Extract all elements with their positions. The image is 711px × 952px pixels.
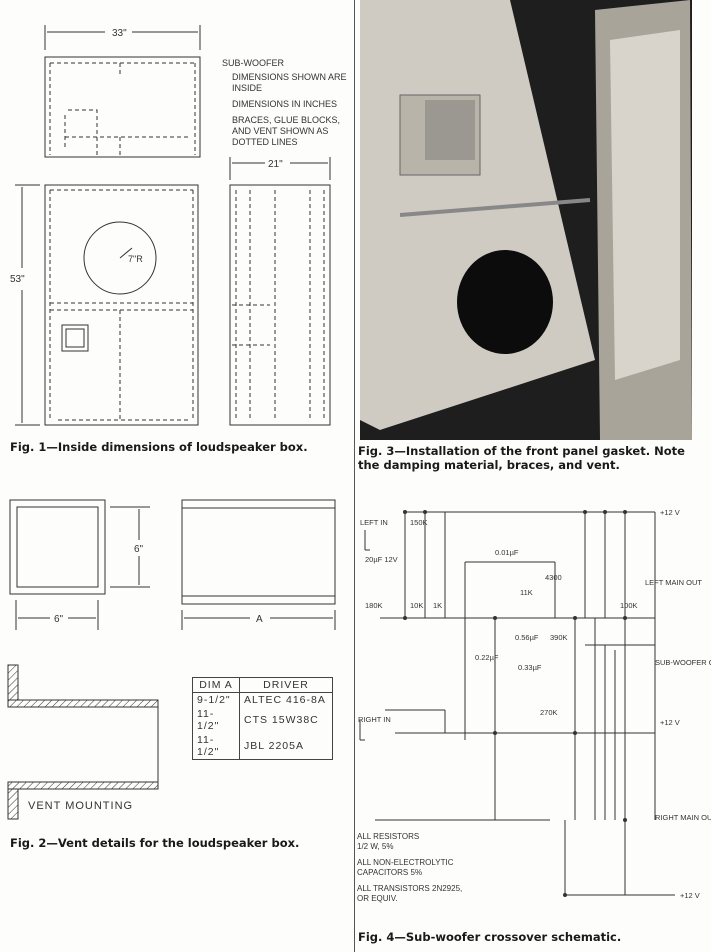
label-right-out: RIGHT MAIN OUT <box>655 813 711 822</box>
fig1-height-dim: 53" <box>10 274 25 285</box>
fig3-photo <box>360 0 692 440</box>
fig2-width-dim: 6" <box>54 614 64 625</box>
label-r180k: 180K <box>365 601 383 610</box>
fig1-box-drawing: 33" 21" 53" 7"R <box>10 25 331 426</box>
table-row: 11-1/2"JBL 2205A <box>192 733 333 760</box>
fig2-mounting-label: VENT MOUNTING <box>28 800 134 812</box>
fig1-width-dim: 33" <box>112 28 127 39</box>
fig4-notes: ALL RESISTORS 1/2 W, 5% ALL NON-ELECTROL… <box>357 832 497 904</box>
cell-dim: 11-1/2" <box>192 733 240 760</box>
fig3-caption: Fig. 3—Installation of the front panel g… <box>358 444 685 472</box>
label-c001: 0.01µF <box>495 548 519 557</box>
label-c022: 0.22µF <box>475 653 499 662</box>
header-driver: DRIVER <box>239 677 333 693</box>
cell-driver: CTS 15W38C <box>239 707 333 733</box>
label-r270k: 270K <box>540 708 558 717</box>
fig4-schematic: LEFT IN +12 V 150K 20µF 12V 0.01µF 4300 … <box>358 508 711 900</box>
fig2-vent-drawing: 6" 6" A <box>7 499 336 820</box>
label-r150k: 150K <box>410 518 428 527</box>
fig1-radius-dim: 7"R <box>128 254 143 264</box>
label-left-out: LEFT MAIN OUT <box>645 578 702 587</box>
label-r4300: 4300 <box>545 573 562 582</box>
label-r100k: 100K <box>620 601 638 610</box>
cell-dim: 11-1/2" <box>192 707 240 733</box>
label-r1k: 1K <box>433 601 442 610</box>
fig4-note: ALL RESISTORS 1/2 W, 5% <box>357 832 420 851</box>
label-r10k: 10K <box>410 601 423 610</box>
label-sub-out: SUB-WOOFER OUT <box>655 658 711 667</box>
fig4-caption: Fig. 4—Sub-woofer crossover schematic. <box>358 930 622 944</box>
fig4-note: ALL NON-ELECTROLYTIC CAPACITORS 5% <box>357 858 454 877</box>
table-row: 11-1/2"CTS 15W38C <box>192 707 333 733</box>
header-dim-a: DIM A <box>192 677 240 693</box>
cell-dim: 9-1/2" <box>192 692 240 707</box>
label-plus12-bottom: +12 V <box>680 891 700 900</box>
cell-driver: JBL 2205A <box>239 733 333 760</box>
fig1-depth-dim: 21" <box>268 159 283 170</box>
label-c033: 0.33µF <box>518 663 542 672</box>
fig2-caption: Fig. 2—Vent details for the loudspeaker … <box>10 836 300 850</box>
label-c056: 0.56µF <box>515 633 539 642</box>
fig2-height-dim: 6" <box>134 544 144 555</box>
fig4-note: ALL TRANSISTORS 2N2925, OR EQUIV. <box>357 884 463 903</box>
label-left-in: LEFT IN <box>360 518 388 527</box>
fig1-note: DIMENSIONS SHOWN ARE INSIDE <box>232 72 347 93</box>
label-plus12-top: +12 V <box>660 508 680 517</box>
column-divider <box>354 0 355 952</box>
label-plus12-mid: +12 V <box>660 718 680 727</box>
fig1-caption: Fig. 1—Inside dimensions of loudspeaker … <box>10 440 308 454</box>
cell-driver: ALTEC 416-8A <box>239 692 333 707</box>
fig1-note: SUB-WOOFER <box>222 58 284 68</box>
fig2-length-dim: A <box>256 614 263 625</box>
fig1-note: BRACES, GLUE BLOCKS, AND VENT SHOWN AS D… <box>232 115 341 147</box>
label-c20: 20µF 12V <box>365 555 398 564</box>
label-right-in: RIGHT IN <box>358 715 391 724</box>
label-r390k: 390K <box>550 633 568 642</box>
table-row: 9-1/2"ALTEC 416-8A <box>192 692 333 707</box>
label-r11k: 11K <box>520 588 533 597</box>
fig1-note: DIMENSIONS IN INCHES <box>232 99 338 109</box>
fig1-notes: SUB-WOOFER DIMENSIONS SHOWN ARE INSIDE D… <box>222 58 352 148</box>
